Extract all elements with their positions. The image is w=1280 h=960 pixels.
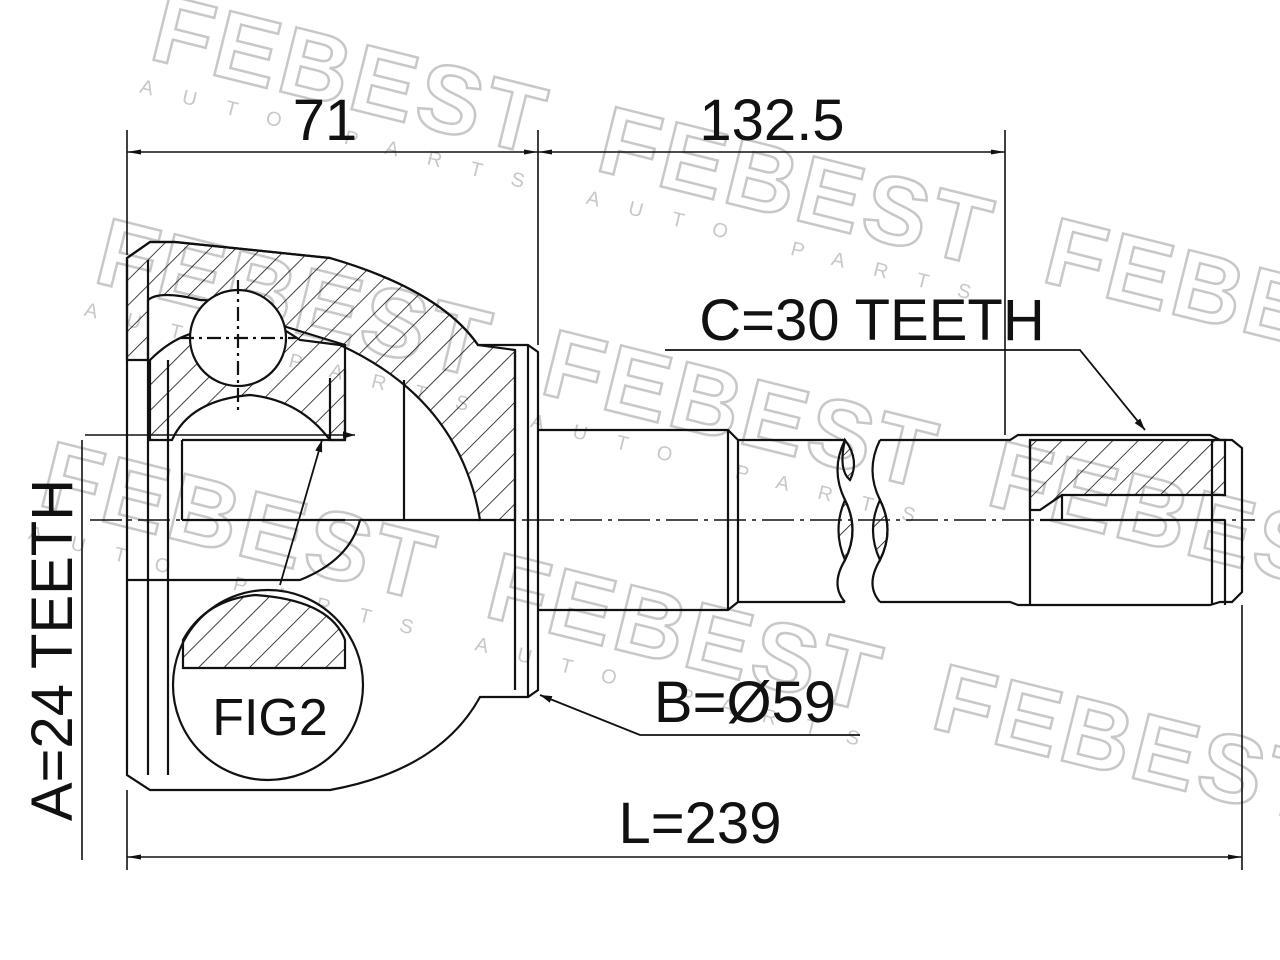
dim-head-length: 71: [293, 88, 358, 153]
label-abs-ring: B=Ø59: [654, 670, 836, 735]
joint-outline: [125, 240, 1244, 792]
label-fig2: FIG2: [212, 689, 328, 747]
shaft-top: [538, 428, 845, 442]
shaft-bottom: [538, 600, 845, 612]
leader-lines: [279, 349, 1146, 736]
dimension-lines: [127, 149, 1242, 860]
leader-fig2: [279, 439, 323, 586]
leader-abs-ring: [539, 694, 860, 736]
dim-total-length: L=239: [619, 791, 782, 856]
housing-section-top: [125, 240, 517, 522]
label-outer-splines: C=30 TEETH: [699, 288, 1044, 353]
watermark-brand: FEBEST: [1035, 197, 1280, 398]
watermark-brand: FEBEST: [924, 644, 1280, 845]
leader-outer-splines: [665, 349, 1146, 431]
label-inner-splines: A=24 TEETH: [20, 479, 85, 821]
dim-shaft-length: 132.5: [699, 88, 844, 153]
